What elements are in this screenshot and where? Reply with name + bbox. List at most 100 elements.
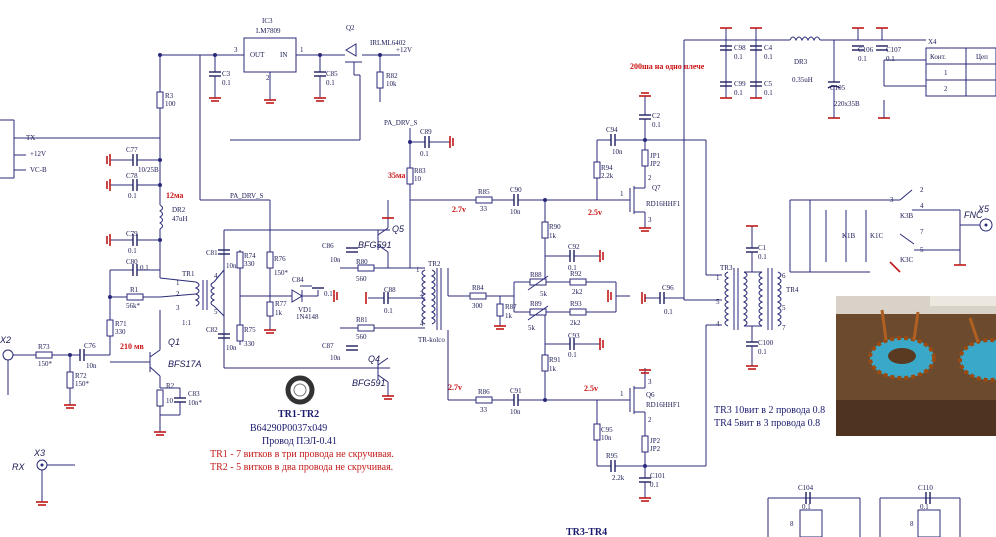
cap-c99: C99 0.1	[720, 80, 746, 97]
tr2-core: TR-kolco	[418, 336, 445, 344]
c82-val: 10n	[226, 344, 237, 352]
r91-val: 1k	[549, 365, 557, 373]
connector-x4: X4 Конт. Цеп 1 2	[925, 38, 996, 97]
c79-ref: C79	[126, 230, 138, 238]
tr2-note: TR2 - 5 витков в два провода не скручива…	[210, 462, 393, 473]
ma35-label: 35ма	[388, 171, 405, 180]
c98-ref: C98	[734, 44, 746, 52]
res-r91: R91 1k	[541, 354, 561, 373]
cap-c105: C105 220x35В	[827, 81, 860, 118]
tr3-ref: TR3	[720, 264, 733, 272]
x4-r2: 2	[944, 85, 948, 93]
svg-text:2: 2	[648, 416, 652, 424]
res-r86: R86 33	[475, 388, 493, 414]
res-r3: R3 100	[156, 91, 176, 205]
x4-label: X4	[928, 38, 937, 46]
svg-text:8: 8	[910, 520, 914, 528]
c76-val: 10n	[86, 362, 97, 370]
res-r95: C95 10n	[593, 400, 613, 466]
c78-ref: C78	[126, 172, 138, 180]
r77-val: 1k	[275, 309, 283, 317]
svg-text:2: 2	[648, 174, 652, 182]
output-wiring	[645, 39, 722, 467]
r2-ref: R2	[166, 382, 175, 390]
r77-ref: R77	[275, 300, 287, 308]
c84-ref: C84	[292, 276, 304, 284]
r89-val: 5k	[528, 324, 536, 332]
tr12-core: B64290P0037x049	[250, 423, 327, 434]
res-r76: R76 150*	[266, 251, 289, 277]
r85-ref: R85	[478, 188, 490, 196]
cap-c85: C85 0.1	[314, 70, 338, 102]
r95-val: 10n	[601, 434, 612, 442]
r88-ref: R88	[530, 271, 542, 279]
r74-val: 330	[244, 260, 255, 268]
q6-mosfet: Q6 RD16HHF1 132	[620, 368, 681, 432]
c86-val: 10n	[330, 256, 341, 264]
c88-val: 0.1	[384, 307, 393, 315]
input-x2: X2	[0, 335, 36, 395]
tr4-note: TR4 5вит в 3 провода 0.8	[714, 418, 820, 429]
c101-ref: C101	[650, 472, 666, 480]
r3-val: 100	[165, 100, 176, 108]
res-r90: R90 1k	[541, 221, 561, 240]
svg-text:6: 6	[782, 272, 786, 280]
r94-ref: R94	[601, 164, 613, 172]
c79-val: 0.1	[128, 247, 137, 255]
c3-ref: C3	[222, 70, 231, 78]
c96-val: 0.1	[664, 308, 673, 316]
c94-val: 10n	[612, 148, 623, 156]
c2-ref: C2	[652, 112, 661, 120]
cap-c2: C2 0.1	[639, 92, 661, 142]
r75-ref: R75	[244, 326, 256, 334]
q2-ref: Q2	[346, 24, 355, 32]
svg-text:4: 4	[214, 272, 218, 280]
c81-ref: C81	[206, 249, 218, 257]
c83-ref: C83	[188, 390, 200, 398]
x5-label: X5	[977, 204, 990, 214]
r80-val: 560	[356, 275, 367, 283]
cap-c84: C84 0.1	[292, 276, 338, 302]
ic3-part: LM7809	[256, 27, 281, 35]
cap-c87: C87 10n	[322, 342, 358, 362]
cap-c77: C77 10/25В	[106, 146, 160, 174]
r82-val: 10k	[386, 80, 397, 88]
r76-ref: R76	[274, 255, 286, 263]
r84-val: 300	[472, 302, 483, 310]
fnc-label: FNC	[964, 210, 983, 220]
left-connector-block: TX +12V VC-B	[0, 119, 160, 179]
r82-ref: R82	[386, 72, 398, 80]
v12b-label: +12V	[30, 150, 46, 158]
cap-c96: C96 0.1	[641, 284, 684, 316]
res-r77: R77 1k	[264, 296, 287, 334]
q5-part: BFG591	[358, 240, 392, 250]
r86-ref: R86	[478, 388, 490, 396]
c110-val: 0.1	[920, 503, 929, 511]
ic3-pin2: 2	[266, 74, 270, 82]
q6-part: RD16HHF1	[646, 401, 681, 409]
c85-ref: C85	[326, 70, 338, 78]
r84-ref: R84	[472, 284, 484, 292]
v27a: 2.7v	[452, 205, 466, 214]
jp1-ref: JP1	[650, 152, 661, 160]
diode-vd1: VD1 1N4148	[291, 289, 319, 321]
res-r1: R1 56k*	[108, 286, 160, 310]
toroid-photo	[836, 296, 996, 436]
res-r87: R87 1k	[494, 296, 517, 330]
res-r71: R71 330	[106, 319, 127, 355]
cap-c100: C100 0.1	[746, 326, 774, 370]
cap-c76: C76 10n	[79, 342, 110, 370]
tr1-ratio: 1:1	[182, 319, 191, 327]
c3-val: 0.1	[222, 79, 231, 87]
cap-c107: C107 0.1	[876, 45, 902, 63]
cap-c88: C88 0.1	[365, 286, 425, 315]
jumper-jp2: JP2 JP2	[641, 432, 661, 466]
inductor-dr3: DR3 0.35uH	[789, 36, 821, 84]
svg-text:1: 1	[620, 390, 624, 398]
v25b: 2.5v	[584, 384, 598, 393]
c100-val: 0.1	[758, 348, 767, 356]
dr2-val: 47uH	[172, 215, 188, 223]
svg-text:7: 7	[782, 324, 786, 332]
c91-ref: C91	[510, 387, 522, 395]
cap-c86: C86 10n	[322, 242, 358, 264]
